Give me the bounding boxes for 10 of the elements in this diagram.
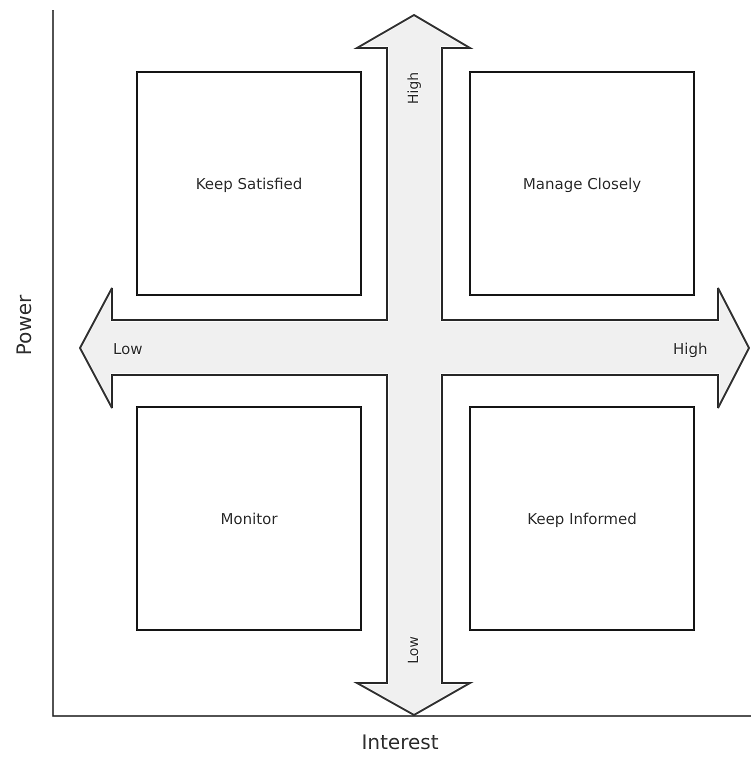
arrow-label: Low xyxy=(113,340,143,358)
arrow-label: High xyxy=(406,72,422,104)
arrow-label: High xyxy=(673,340,708,358)
quadrant-box: Monitor xyxy=(136,406,362,631)
quadrant-box: Keep Informed xyxy=(469,406,695,631)
arrow-label: Low xyxy=(406,636,422,664)
axis-title: Power xyxy=(12,294,36,356)
quadrant-box: Manage Closely xyxy=(469,71,695,296)
quadrant-box: Keep Satisfied xyxy=(136,71,362,296)
axis-title: Interest xyxy=(362,730,439,754)
